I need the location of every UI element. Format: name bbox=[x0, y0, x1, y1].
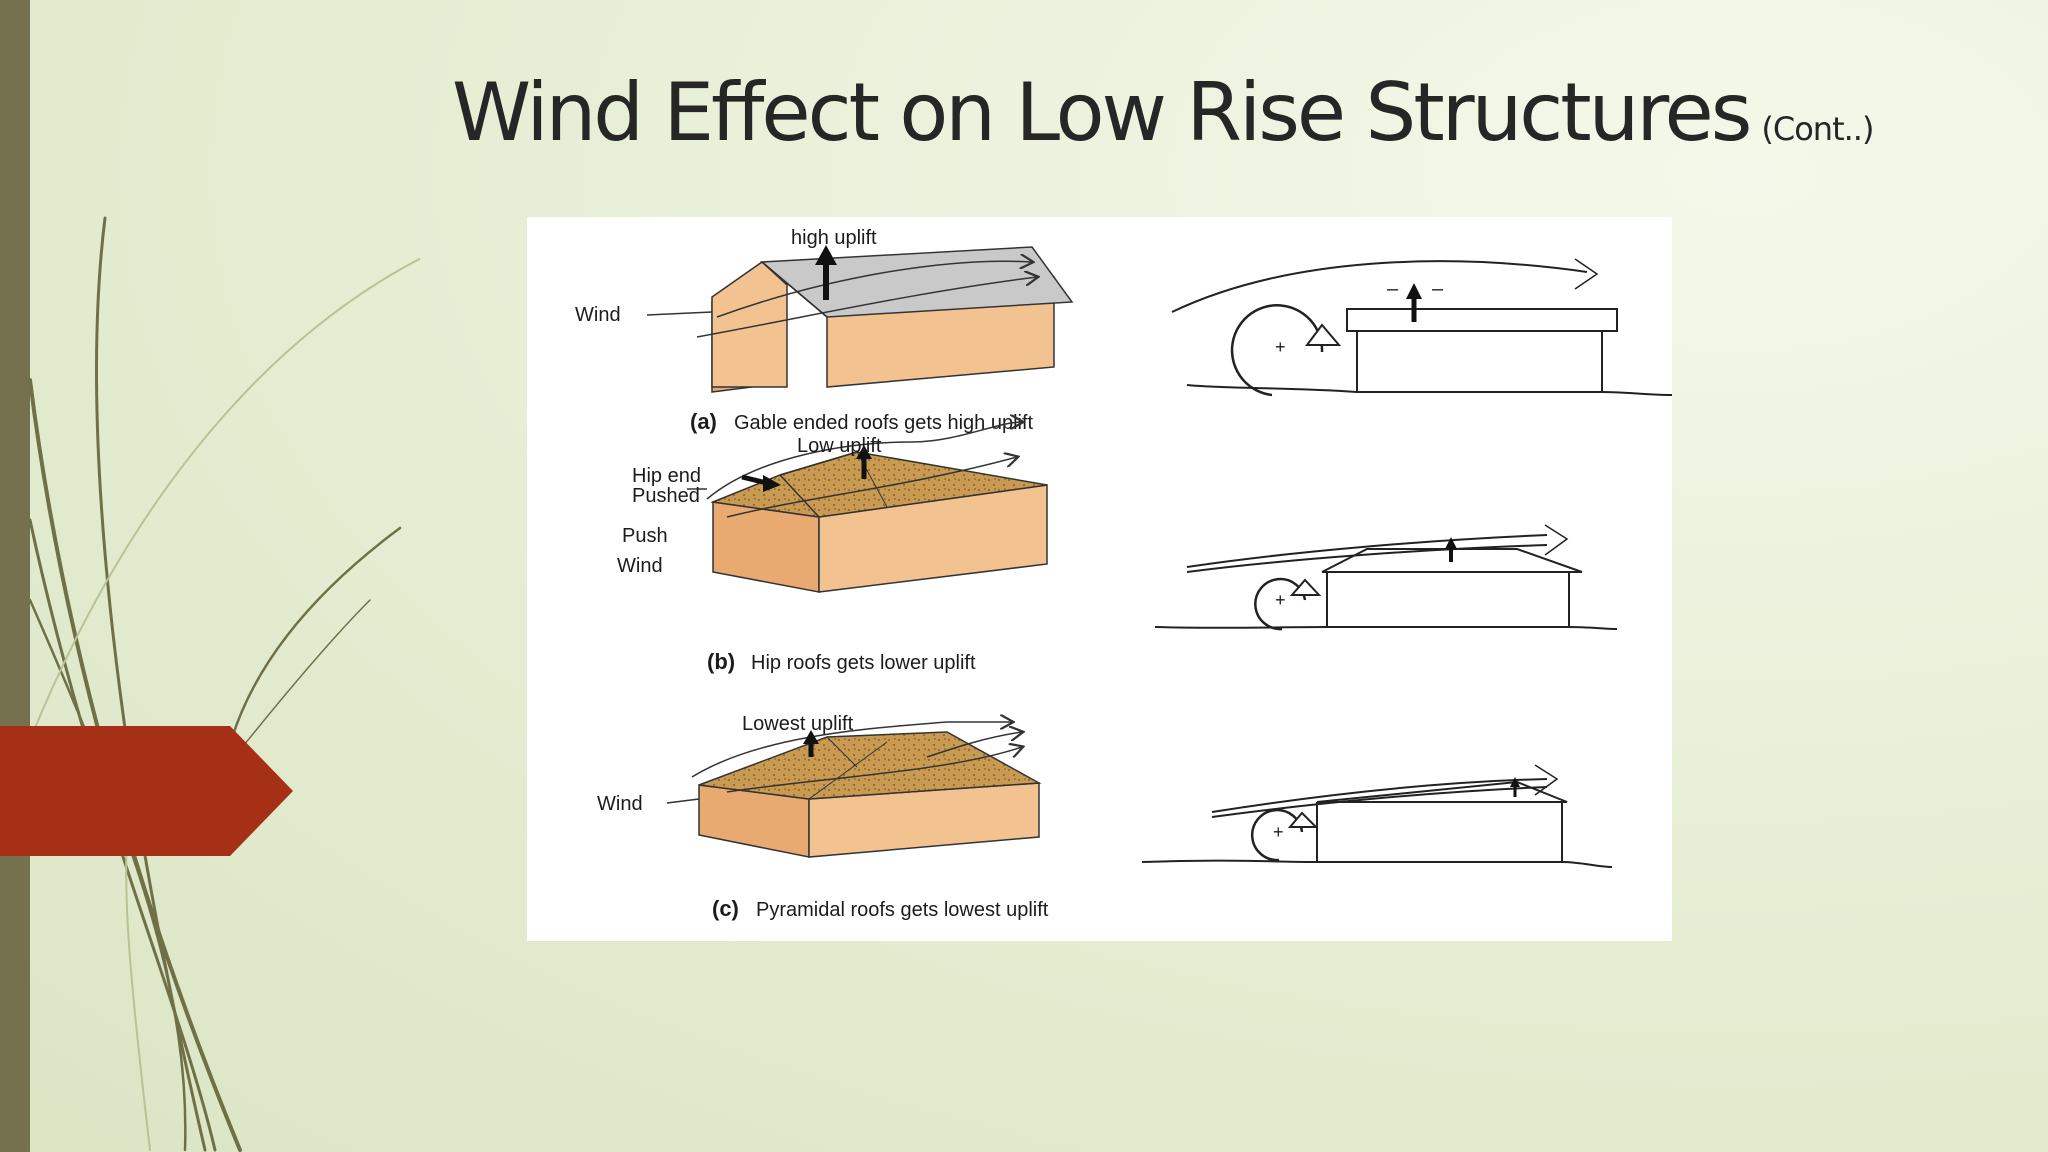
push-label: Push bbox=[622, 525, 668, 547]
lowest-uplift-label: Lowest uplift bbox=[742, 713, 854, 735]
gable-section-diagram bbox=[1171, 258, 1672, 397]
wind-label-a: Wind bbox=[575, 304, 621, 326]
slide-title: Wind Effect on Low Rise Structures(Cont.… bbox=[452, 66, 1952, 186]
title-suffix: (Cont..) bbox=[1761, 110, 1874, 148]
negative-pressure-a: – bbox=[1387, 278, 1399, 300]
positive-pressure-c: + bbox=[1273, 822, 1284, 842]
caption-letter-c: (c) bbox=[712, 896, 739, 921]
hip-house-diagram bbox=[687, 422, 1048, 593]
wind-label-b: Wind bbox=[617, 555, 663, 577]
caption-b: Hip roofs gets lower uplift bbox=[751, 652, 976, 674]
negative-pressure-a2: – bbox=[1432, 278, 1444, 300]
caption-letter-b: (b) bbox=[707, 649, 735, 674]
caption-c: Pyramidal roofs gets lowest uplift bbox=[756, 899, 1049, 921]
decorative-grass-lines bbox=[28, 216, 420, 1152]
low-uplift-label: Low uplift bbox=[797, 435, 882, 457]
pyramid-house-diagram bbox=[666, 722, 1042, 858]
caption-letter-a: (a) bbox=[690, 409, 717, 434]
pushed-label: Pushed bbox=[632, 485, 700, 507]
pyramid-section-diagram bbox=[1141, 764, 1613, 868]
wind-label-c: Wind bbox=[597, 793, 643, 815]
left-accent-bar bbox=[0, 0, 30, 1152]
title-text: Wind Effect on Low Rise Structures bbox=[452, 66, 1752, 159]
hip-end-label: Hip end bbox=[632, 465, 701, 487]
caption-a: Gable ended roofs gets high uplift bbox=[734, 412, 1034, 434]
positive-pressure-a: + bbox=[1275, 337, 1286, 357]
high-uplift-label: high uplift bbox=[791, 227, 877, 249]
roof-uplift-figure: high uplift Wind (a) Gable ended roofs g… bbox=[527, 217, 1672, 941]
accent-pentagon bbox=[0, 726, 293, 856]
hip-section-diagram bbox=[1154, 524, 1618, 631]
positive-pressure-b: + bbox=[1275, 590, 1286, 610]
gable-house-diagram bbox=[646, 245, 1074, 393]
